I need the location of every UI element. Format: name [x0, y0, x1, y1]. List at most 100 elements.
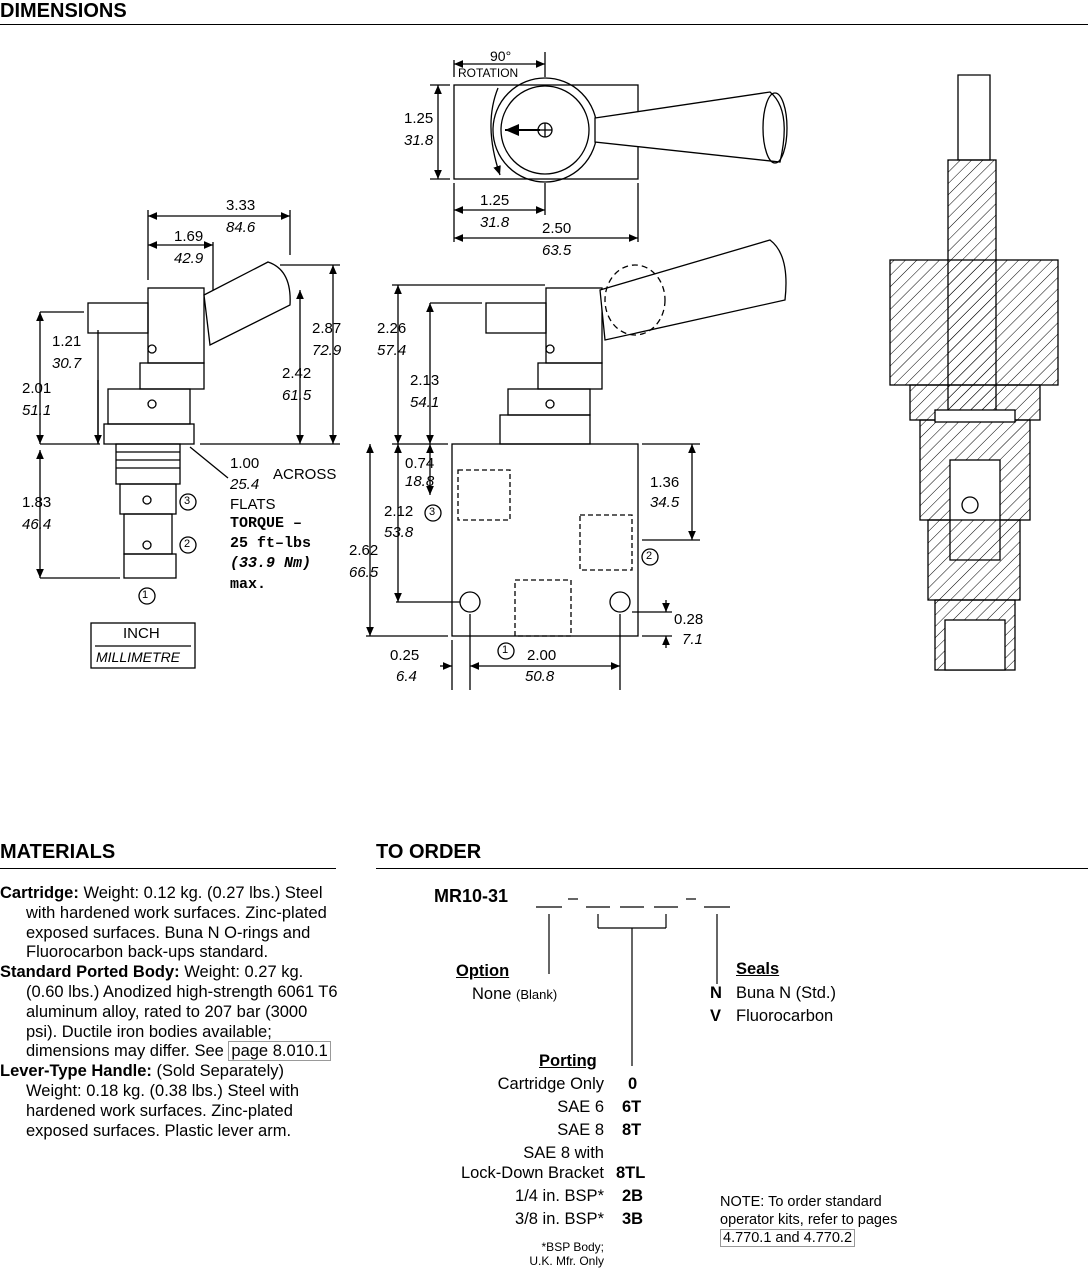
porting-code: 8T	[622, 1121, 642, 1139]
dim-2-42-mm: 61.5	[282, 387, 312, 404]
order-note: NOTE: To order standard operator kits, r…	[720, 1193, 897, 1247]
dim-0-25: 0.25	[390, 647, 420, 664]
dim-2-87-mm: 72.9	[312, 342, 342, 359]
materials-title: MATERIALS	[0, 841, 116, 863]
dim-1-25-bottom: 1.25	[480, 192, 510, 209]
dimensions-rule	[0, 24, 1088, 25]
dim-1-21: 1.21	[52, 333, 82, 350]
dim-1-25-top: 1.25	[404, 110, 434, 127]
dim-3-33: 3.33	[226, 197, 256, 214]
seal-label-n: Buna N (Std.)	[736, 984, 836, 1002]
torque-value: 25 ft–lbs	[230, 535, 312, 552]
porting-label: 1/4 in. BSP*	[515, 1187, 604, 1205]
dim-2-01-mm: 51.1	[22, 402, 52, 419]
dim-2-26-mm: 57.4	[377, 342, 407, 359]
to-order-title: TO ORDER	[376, 841, 482, 863]
dim-2-50: 2.50	[542, 220, 572, 237]
handle-label: Lever-Type Handle:	[0, 1062, 152, 1081]
porting-code: 6T	[622, 1098, 642, 1116]
note-pages-link[interactable]: 4.770.1 and 4.770.2	[720, 1229, 856, 1247]
dim-2-13: 2.13	[410, 372, 440, 389]
port-2-left: 2	[184, 538, 191, 550]
dim-1-21-mm: 30.7	[52, 355, 82, 372]
dim-3-33-mm: 84.6	[226, 219, 256, 236]
porting-label: Lock-Down Bracket	[460, 1164, 604, 1182]
porting-label: 3/8 in. BSP*	[515, 1210, 604, 1228]
dim-2-12-mm: 53.8	[384, 524, 414, 541]
dim-2-26: 2.26	[377, 320, 407, 337]
note-line-1: NOTE: To order standard	[720, 1194, 882, 1210]
handle-text: (Sold Separately) Weight: 0.18 kg. (0.38…	[26, 1062, 299, 1140]
torque-label: TORQUE –	[230, 515, 303, 532]
dim-1-83: 1.83	[22, 494, 52, 511]
across-label: ACROSS	[273, 466, 337, 483]
dim-0-28: 0.28	[674, 611, 704, 628]
dimensions-drawing	[36, 52, 1059, 690]
bsp-note-line-1: *BSP Body;	[541, 1240, 604, 1254]
dim-2-62: 2.62	[349, 542, 379, 559]
porting-label: Cartridge Only	[497, 1075, 604, 1093]
port-markers	[138, 493, 659, 660]
note-line-2: operator kits, refer to pages	[720, 1212, 898, 1228]
porting-label: SAE 8	[557, 1121, 604, 1139]
porting-code: 2B	[622, 1187, 644, 1205]
dim-0-74: 0.74	[405, 455, 435, 472]
porting-title: Porting	[539, 1052, 597, 1070]
to-order-rule	[376, 868, 1088, 869]
dimensions-title: DIMENSIONS	[0, 0, 127, 22]
materials-block: Cartridge: Weight: 0.12 kg. (0.27 lbs.) …	[0, 884, 340, 1141]
dim-1-69-mm: 42.9	[174, 250, 204, 267]
dim-2-13-mm: 54.1	[410, 394, 440, 411]
dim-2-01: 2.01	[22, 380, 52, 397]
body-page-link[interactable]: page 8.010.1	[228, 1041, 331, 1062]
body-label: Standard Ported Body:	[0, 963, 180, 982]
porting-code: 0	[628, 1075, 638, 1093]
body-text: Weight: 0.27 kg. (0.60 lbs.) Anodized hi…	[26, 963, 338, 1061]
cartridge-label: Cartridge:	[0, 884, 79, 902]
order-code-diagram	[536, 898, 730, 1066]
dim-1-36-mm: 34.5	[650, 494, 680, 511]
materials-handle: Lever-Type Handle: (Sold Separately) Wei…	[0, 1062, 340, 1141]
dim-1-25-bottom-mm: 31.8	[480, 214, 510, 231]
dim-1-00-mm: 25.4	[230, 476, 260, 493]
port-3-left: 3	[184, 495, 191, 507]
dim-1-00: 1.00	[230, 455, 260, 472]
materials-body: Standard Ported Body: Weight: 0.27 kg. (…	[0, 963, 340, 1062]
dim-1-25-top-mm: 31.8	[404, 132, 434, 149]
rotation-label: ROTATION	[458, 66, 519, 80]
dim-2-00-mm: 50.8	[525, 668, 555, 685]
legend-inch: INCH	[123, 625, 160, 642]
center-view	[366, 239, 787, 690]
top-view	[430, 52, 788, 242]
dim-0-25-mm: 6.4	[396, 668, 417, 685]
option-none-label: None	[472, 985, 512, 1003]
port-1-center: 1	[502, 644, 509, 656]
dim-2-50-mm: 63.5	[542, 242, 572, 259]
rotation-deg: 90°	[490, 48, 512, 64]
materials-rule	[0, 868, 336, 869]
port-3-center: 3	[429, 506, 436, 518]
left-view	[36, 210, 340, 669]
seal-code-v: V	[710, 1007, 722, 1025]
seal-code-n: N	[710, 984, 722, 1002]
seals-title: Seals	[736, 960, 780, 978]
dim-1-69: 1.69	[174, 228, 204, 245]
legend-mm: MILLIMETRE	[96, 649, 181, 665]
port-1-left: 1	[142, 589, 149, 601]
cartridge-text: Weight: 0.12 kg. (0.27 lbs.) Steel with …	[26, 884, 327, 962]
option-title: Option	[456, 962, 510, 980]
materials-cartridge: Cartridge: Weight: 0.12 kg. (0.27 lbs.) …	[0, 884, 340, 963]
port-2-center: 2	[646, 550, 653, 562]
option-none: None (Blank)	[472, 985, 557, 1004]
bsp-note-line-2: U.K. Mfr. Only	[529, 1254, 604, 1268]
dim-2-00: 2.00	[527, 647, 557, 664]
seal-label-v: Fluorocarbon	[736, 1007, 834, 1025]
dim-2-87: 2.87	[312, 320, 342, 337]
dim-1-83-mm: 46.4	[22, 516, 52, 533]
torque-max: max.	[230, 576, 267, 593]
dim-0-28-mm: 7.1	[682, 631, 703, 648]
dim-2-62-mm: 66.5	[349, 564, 379, 581]
bsp-note: *BSP Body; U.K. Mfr. Only	[400, 1240, 604, 1268]
dim-2-12: 2.12	[384, 503, 414, 520]
section-view	[889, 74, 1059, 671]
